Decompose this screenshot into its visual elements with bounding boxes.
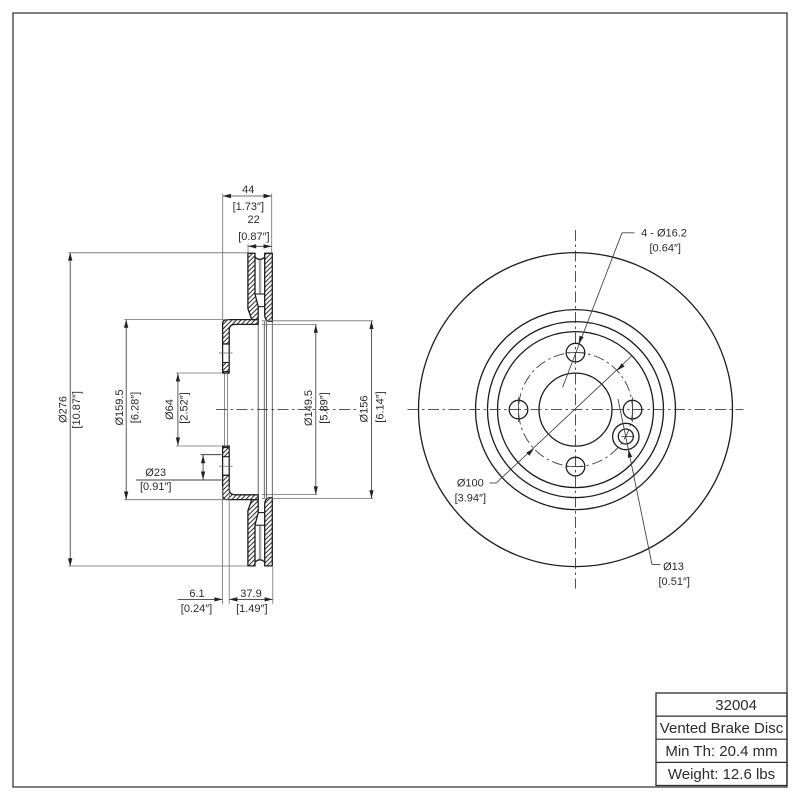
- svg-text:[6.14″]: [6.14″]: [374, 391, 386, 422]
- svg-text:Ø64: Ø64: [164, 399, 176, 420]
- svg-text:[0.51″]: [0.51″]: [658, 576, 689, 588]
- svg-text:[1.49″]: [1.49″]: [236, 603, 267, 615]
- svg-text:Ø159.5: Ø159.5: [114, 389, 126, 425]
- svg-text:[3.94″]: [3.94″]: [455, 493, 486, 505]
- svg-text:Vented Brake Disc: Vented Brake Disc: [660, 720, 784, 737]
- svg-text:22: 22: [247, 214, 259, 226]
- svg-text:32004: 32004: [715, 697, 757, 714]
- svg-text:Min Th: 20.4 mm: Min Th: 20.4 mm: [665, 743, 777, 760]
- svg-text:44: 44: [242, 184, 254, 196]
- svg-text:Ø23: Ø23: [145, 467, 166, 479]
- svg-text:[5.89″]: [5.89″]: [319, 392, 331, 423]
- svg-text:Ø276: Ø276: [58, 396, 70, 423]
- svg-text:[0.91″]: [0.91″]: [140, 481, 171, 493]
- svg-text:6.1: 6.1: [189, 588, 204, 600]
- svg-text:Ø156: Ø156: [358, 396, 370, 423]
- svg-text:[1.73″]: [1.73″]: [233, 201, 264, 213]
- svg-text:[2.52″]: [2.52″]: [179, 392, 191, 423]
- svg-text:[6.28″]: [6.28″]: [129, 392, 141, 423]
- svg-text:Ø13: Ø13: [663, 561, 684, 573]
- svg-text:Ø100: Ø100: [457, 478, 484, 490]
- svg-text:Weight: 12.6 lbs: Weight: 12.6 lbs: [668, 766, 775, 783]
- svg-text:[0.64″]: [0.64″]: [649, 243, 680, 255]
- svg-text:37.9: 37.9: [240, 588, 261, 600]
- svg-text:[0.24″]: [0.24″]: [181, 603, 212, 615]
- svg-text:[0.87″]: [0.87″]: [238, 231, 269, 243]
- svg-text:4 - Ø16.2: 4 - Ø16.2: [641, 228, 687, 240]
- svg-text:[10.87″]: [10.87″]: [71, 391, 83, 429]
- svg-text:Ø149.5: Ø149.5: [303, 390, 315, 426]
